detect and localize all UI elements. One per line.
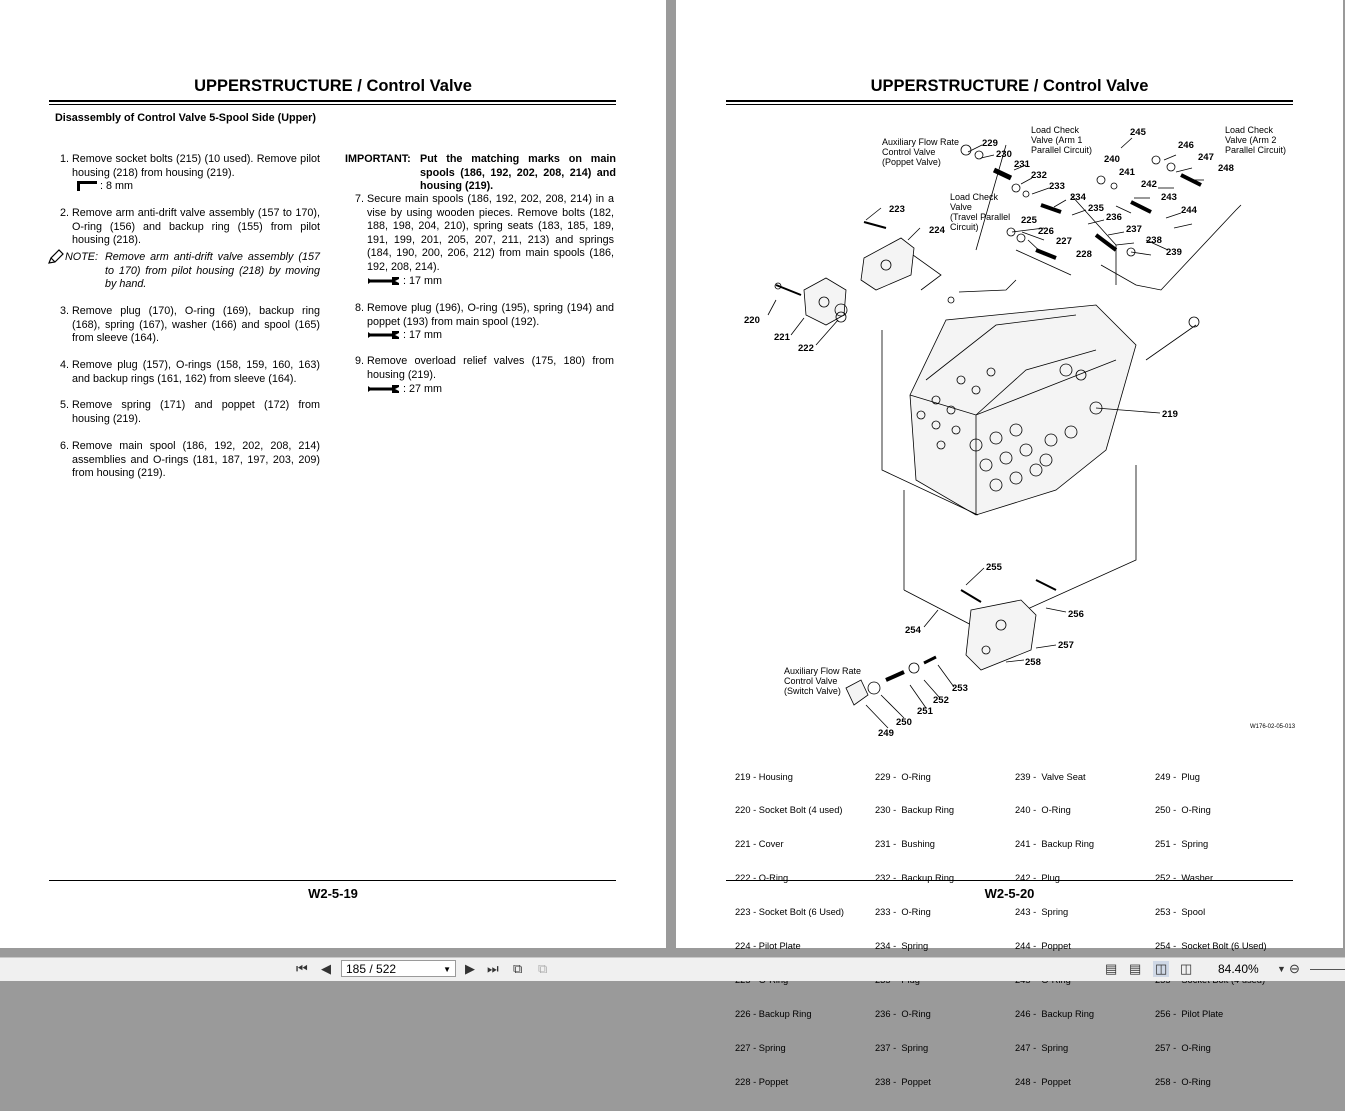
svg-text:229: 229 bbox=[982, 138, 998, 149]
note-text: Remove arm anti-drift valve assembly (15… bbox=[105, 251, 320, 291]
label-lc-arm2: Load Check Valve (Arm 2 Parallel Circuit… bbox=[1225, 125, 1287, 155]
footer-rule bbox=[726, 880, 1293, 881]
note-label: NOTE: bbox=[65, 251, 98, 263]
footer-rule bbox=[49, 880, 616, 881]
legend-col-4: 249 - Plug 250 - O-Ring 251 - Spring 252… bbox=[1155, 771, 1267, 1087]
svg-text:222: 222 bbox=[798, 343, 814, 354]
page-title: UPPERSTRUCTURE / Control Valve bbox=[870, 77, 1149, 95]
svg-text:257: 257 bbox=[1058, 640, 1074, 651]
section-heading: Disassembly of Control Valve 5-Spool Sid… bbox=[55, 112, 316, 124]
two-page-continuous-icon[interactable]: ◫ bbox=[1180, 961, 1193, 976]
svg-text:224: 224 bbox=[929, 225, 946, 236]
wrench-icon bbox=[368, 385, 399, 393]
svg-text:238: 238 bbox=[1146, 235, 1162, 246]
svg-text:221: 221 bbox=[774, 332, 791, 343]
single-page-icon[interactable]: ▤ bbox=[1105, 961, 1118, 976]
svg-text:226: 226 bbox=[1038, 226, 1054, 237]
legend-col-1: 219 - Housing 220 - Socket Bolt (4 used)… bbox=[735, 771, 845, 1087]
chevron-down-icon[interactable]: ▼ bbox=[443, 965, 451, 974]
exploded-view-diagram: 229 230 231 232 233 234 235 236 237 238 … bbox=[744, 127, 1242, 739]
next-page-icon[interactable]: ▶ bbox=[465, 961, 475, 976]
title-rule-thin bbox=[49, 104, 616, 105]
svg-text:241: 241 bbox=[1119, 167, 1136, 178]
page-number-input[interactable]: 185 / 522 ▼ bbox=[341, 960, 456, 977]
figure-id: W176-02-05-013 bbox=[1250, 724, 1296, 730]
legend-col-3: 239 - Valve Seat 240 - O-Ring 241 - Back… bbox=[1015, 771, 1095, 1087]
page-number: W2-5-20 bbox=[984, 886, 1035, 901]
svg-text:242: 242 bbox=[1141, 179, 1157, 190]
svg-text:246: 246 bbox=[1178, 140, 1194, 151]
svg-text:225: 225 bbox=[1021, 215, 1038, 226]
svg-text:249: 249 bbox=[878, 728, 894, 739]
page-title: UPPERSTRUCTURE / Control Valve bbox=[194, 77, 472, 95]
title-rule-thin bbox=[726, 104, 1293, 105]
svg-text:235: 235 bbox=[1088, 203, 1105, 214]
svg-text:234: 234 bbox=[1070, 192, 1087, 203]
continuous-page-icon[interactable]: ▤ bbox=[1129, 961, 1142, 976]
svg-text:228: 228 bbox=[1076, 249, 1092, 260]
svg-text:240: 240 bbox=[1104, 154, 1120, 165]
svg-text:220: 220 bbox=[744, 315, 760, 326]
tool-hex-key: : 8 mm bbox=[77, 180, 133, 192]
svg-text:245: 245 bbox=[1130, 127, 1147, 138]
svg-text:239: 239 bbox=[1166, 247, 1182, 258]
go-forward-view-icon[interactable]: ⧉ bbox=[538, 961, 548, 976]
svg-text:219: 219 bbox=[1162, 409, 1178, 420]
label-lc-arm1: Load Check Valve (Arm 1 Parallel Circuit… bbox=[1031, 125, 1093, 155]
viewer-toolbar: ⏮ ◀ 185 / 522 ▼ ▶ ⏭ ⧉ ⧉ ▤ ▤ ◫ ◫ 84.40% ▼… bbox=[0, 957, 1345, 981]
legend-col-2: 229 - O-Ring 230 - Backup Ring 231 - Bus… bbox=[875, 771, 955, 1087]
svg-text:230: 230 bbox=[996, 149, 1012, 160]
tool-wrench: : 17 mm bbox=[368, 275, 442, 287]
svg-text:223: 223 bbox=[889, 204, 905, 215]
wrench-icon bbox=[368, 331, 399, 339]
label-lc-travel: Load Check Valve (Travel Parallel Circui… bbox=[950, 192, 1011, 232]
svg-text:243: 243 bbox=[1161, 192, 1177, 203]
svg-text:253: 253 bbox=[952, 683, 968, 694]
zoom-slider[interactable] bbox=[1310, 969, 1345, 970]
svg-text:258: 258 bbox=[1025, 657, 1041, 668]
svg-text:250: 250 bbox=[896, 717, 912, 728]
zoom-out-icon[interactable]: ⊖ bbox=[1289, 961, 1300, 976]
svg-text:227: 227 bbox=[1056, 236, 1072, 247]
svg-text:247: 247 bbox=[1198, 152, 1214, 163]
title-rule bbox=[726, 100, 1293, 102]
svg-text:237: 237 bbox=[1126, 224, 1142, 235]
hex-key-icon bbox=[77, 181, 97, 191]
left-page: UPPERSTRUCTURE / Control Valve Disassemb… bbox=[0, 0, 666, 948]
tool-wrench: : 27 mm bbox=[368, 383, 442, 395]
svg-text:244: 244 bbox=[1181, 205, 1198, 216]
svg-text:251: 251 bbox=[917, 706, 934, 717]
important-text: Put the matching marks on main spools (1… bbox=[420, 153, 616, 193]
last-page-icon[interactable]: ⏭ bbox=[487, 961, 499, 976]
first-page-icon[interactable]: ⏮ bbox=[296, 961, 308, 976]
zoom-dropdown-icon[interactable]: ▼ bbox=[1277, 964, 1286, 974]
important-label: IMPORTANT: bbox=[345, 153, 411, 165]
title-rule bbox=[49, 100, 616, 102]
right-page: UPPERSTRUCTURE / Control Valve bbox=[676, 0, 1343, 1087]
svg-text:248: 248 bbox=[1218, 163, 1234, 174]
svg-text:255: 255 bbox=[986, 562, 1003, 573]
tool-wrench: : 17 mm bbox=[368, 329, 442, 341]
svg-text:236: 236 bbox=[1106, 212, 1122, 223]
svg-text:254: 254 bbox=[905, 625, 922, 636]
note-pencil-icon bbox=[47, 249, 65, 270]
label-aux-poppet: Auxiliary Flow Rate Control Valve (Poppe… bbox=[882, 137, 960, 167]
svg-text:232: 232 bbox=[1031, 170, 1047, 181]
svg-text:231: 231 bbox=[1014, 159, 1031, 170]
go-back-view-icon[interactable]: ⧉ bbox=[513, 961, 523, 976]
svg-text:233: 233 bbox=[1049, 181, 1065, 192]
two-page-icon[interactable]: ◫ bbox=[1153, 961, 1170, 977]
zoom-level[interactable]: 84.40% bbox=[1218, 962, 1259, 976]
wrench-icon bbox=[368, 277, 399, 285]
svg-text:256: 256 bbox=[1068, 609, 1084, 620]
label-aux-switch: Auxiliary Flow Rate Control Valve (Switc… bbox=[784, 666, 862, 696]
page-number: W2-5-19 bbox=[308, 886, 358, 901]
previous-page-icon[interactable]: ◀ bbox=[321, 961, 331, 976]
svg-text:252: 252 bbox=[933, 695, 949, 706]
